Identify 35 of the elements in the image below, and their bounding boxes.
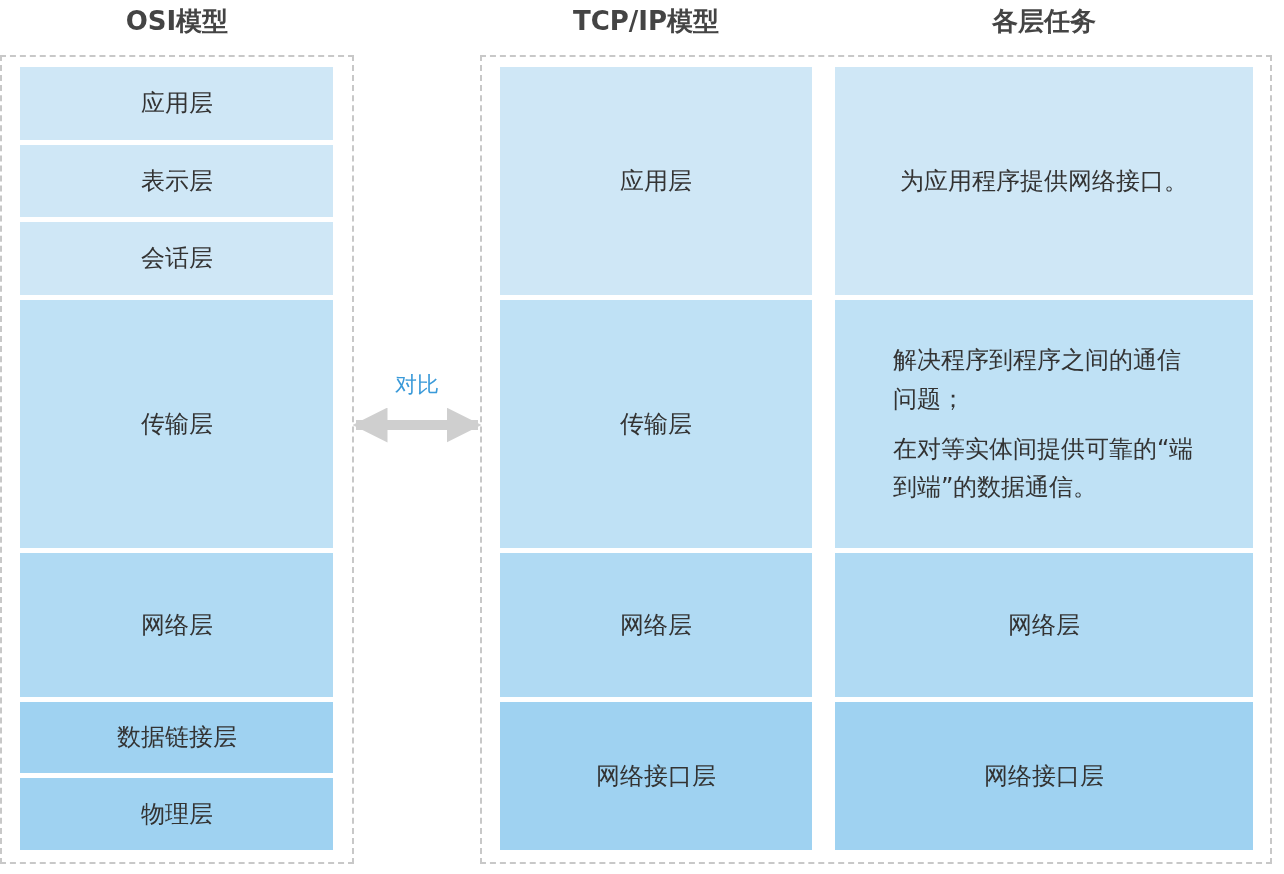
column-heading: OSI模型	[124, 5, 230, 38]
layer-text: 传输层	[620, 408, 692, 440]
layer-text: 解决程序到程序之间的通信问题；	[893, 345, 1182, 415]
layer-box	[835, 553, 1253, 697]
layer-box	[20, 702, 333, 773]
layer-text: 数据链接层	[116, 722, 237, 754]
layer-text: 网络接口层	[596, 760, 716, 792]
layer-box	[20, 300, 333, 548]
layer-box	[20, 145, 333, 217]
layer-box	[500, 702, 812, 850]
layer-text: 为应用程序提供网络接口。	[900, 165, 1188, 197]
layer-box	[835, 300, 1253, 548]
column-heading: 各层任务	[991, 5, 1097, 38]
layer-box	[500, 553, 812, 697]
layer-text: 应用层	[140, 88, 213, 120]
layer-box	[20, 778, 333, 850]
layer-text: 网络层	[620, 609, 692, 641]
layer-text: 传输层	[140, 408, 213, 440]
layer-box	[500, 67, 812, 295]
layer-text: 在对等实体间提供可靠的“端到端”的数据通信。	[893, 434, 1195, 504]
layer-text: 应用层	[620, 165, 692, 197]
layer-text: 物理层	[140, 798, 213, 830]
layer-box	[835, 67, 1253, 295]
layer-box	[500, 300, 812, 548]
layer-text: 网络层	[140, 609, 213, 641]
double-arrow	[352, 407, 482, 443]
layer-text: 会话层	[140, 243, 213, 275]
column-heading: TCP/IP模型	[571, 5, 721, 38]
layer-box	[20, 553, 333, 697]
layer-text: 网络层	[1008, 609, 1080, 641]
layer-text: 表示层	[140, 165, 213, 197]
layer-box	[20, 222, 333, 295]
layer-text: 网络接口层	[984, 760, 1104, 792]
layer-box	[835, 702, 1253, 850]
layer-box	[20, 67, 333, 140]
